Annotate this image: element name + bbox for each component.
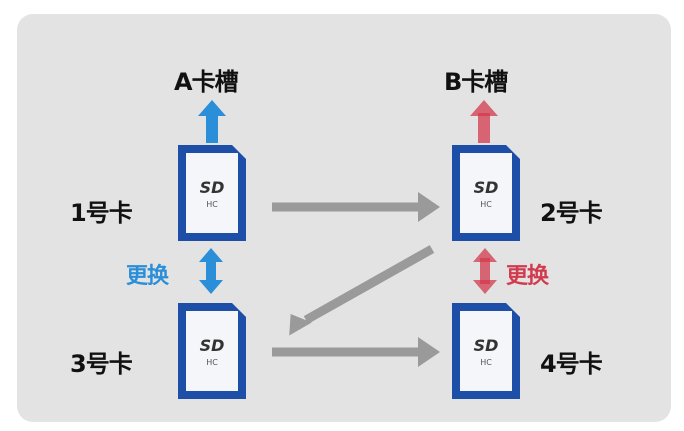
sd-sub-1: HC bbox=[206, 200, 218, 209]
sd-card-2: SD HC bbox=[452, 145, 520, 241]
sd-sub-2: HC bbox=[480, 200, 492, 209]
card1-label: 1号卡 bbox=[70, 199, 133, 227]
slot-a-label: A卡槽 bbox=[174, 68, 239, 96]
sd-sub-3: HC bbox=[206, 358, 218, 367]
sd-logo-4: SD bbox=[474, 336, 499, 355]
card3-label: 3号卡 bbox=[70, 350, 133, 378]
sd-logo-1: SD bbox=[200, 178, 225, 197]
swap-arrow-left bbox=[199, 248, 223, 294]
slot-b-label: B卡槽 bbox=[444, 68, 508, 96]
sd-card-1: SD HC bbox=[178, 145, 246, 241]
arrow-card3-to-card4 bbox=[272, 337, 440, 367]
arrow-card2-to-slot-b bbox=[470, 100, 498, 143]
sd-logo-3: SD bbox=[200, 336, 225, 355]
arrow-card1-to-slot-a bbox=[198, 100, 226, 143]
sd-card-4: SD HC bbox=[452, 303, 520, 399]
sd-card-3: SD HC bbox=[178, 303, 246, 399]
sd-logo-2: SD bbox=[474, 178, 499, 197]
arrow-card2-to-card3 bbox=[289, 245, 435, 336]
card2-label: 2号卡 bbox=[540, 199, 603, 227]
swap-arrow-right bbox=[473, 248, 497, 294]
swap-label-right: 更换 bbox=[506, 264, 549, 289]
arrow-card1-to-card2 bbox=[272, 192, 440, 222]
card4-label: 4号卡 bbox=[540, 350, 603, 378]
swap-label-left: 更换 bbox=[126, 264, 169, 289]
sd-sub-4: HC bbox=[480, 358, 492, 367]
